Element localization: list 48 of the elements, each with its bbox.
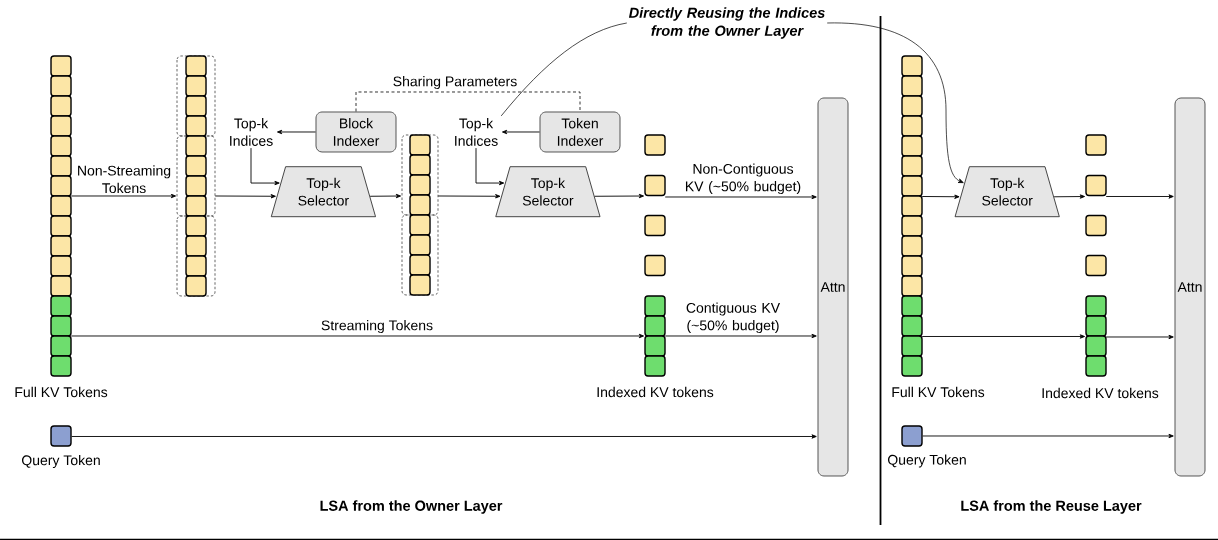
column-label: Indexed KV tokens bbox=[597, 386, 714, 398]
column-label: Query Token bbox=[22, 454, 100, 468]
arrow bbox=[250, 147, 280, 186]
arrow bbox=[1053, 194, 1085, 199]
arrow bbox=[664, 333, 817, 339]
text-label: Top-k Indices bbox=[455, 118, 498, 146]
dashed-line bbox=[355, 91, 581, 112]
rounded-box: Block Indexer bbox=[315, 111, 397, 153]
panel-caption: LSA from the Owner Layer bbox=[320, 500, 503, 514]
arrow bbox=[369, 193, 402, 199]
arrow bbox=[437, 194, 501, 199]
column-label: Indexed KV tokens bbox=[1042, 387, 1159, 399]
panel-caption: LSA from the Reuse Layer bbox=[961, 500, 1142, 514]
edge-label: Contiguous KV (~50% budget) bbox=[684, 301, 782, 335]
column-label: Full KV Tokens bbox=[15, 386, 108, 398]
edge-label: Non-Contiguous KV (~50% budget) bbox=[679, 162, 807, 196]
token-column bbox=[401, 134, 439, 296]
arrow bbox=[70, 193, 177, 199]
arrow bbox=[664, 194, 817, 200]
attention-bar: Attn bbox=[817, 97, 849, 477]
column-label: Query Token bbox=[888, 454, 966, 468]
edge-label: Streaming Tokens bbox=[320, 319, 435, 335]
attention-bar: Attn bbox=[1174, 97, 1206, 477]
arrow bbox=[594, 193, 645, 199]
arrow bbox=[922, 433, 1174, 439]
arrow bbox=[214, 194, 276, 199]
trapezoid-block: Top-k Selector bbox=[954, 166, 1060, 218]
curved-line bbox=[500, 22, 628, 117]
edge-label: Sharing Parameters bbox=[391, 75, 519, 91]
arrow bbox=[1105, 334, 1174, 340]
arrow bbox=[921, 334, 1085, 339]
arrow bbox=[475, 147, 505, 186]
arrow bbox=[71, 434, 817, 439]
arrow bbox=[1105, 194, 1174, 199]
trapezoid-block: Top-k Selector bbox=[270, 166, 376, 218]
token-column bbox=[901, 55, 923, 377]
rounded-box: Token Indexer bbox=[539, 111, 621, 153]
arrow bbox=[70, 333, 645, 339]
text-label: Top-k Indices bbox=[230, 118, 273, 146]
column-label: Full KV Tokens bbox=[892, 386, 985, 398]
arrow bbox=[502, 129, 540, 135]
arrow bbox=[921, 194, 960, 199]
trapezoid-block: Top-k Selector bbox=[495, 166, 601, 218]
arrow bbox=[277, 129, 316, 135]
curved-arrow bbox=[826, 22, 964, 183]
edge-label: Non-Streaming Tokens bbox=[75, 164, 173, 195]
annotation-text: Directly Reusing the Indices from the Owner Layer bbox=[628, 7, 825, 39]
token-column bbox=[176, 55, 216, 297]
